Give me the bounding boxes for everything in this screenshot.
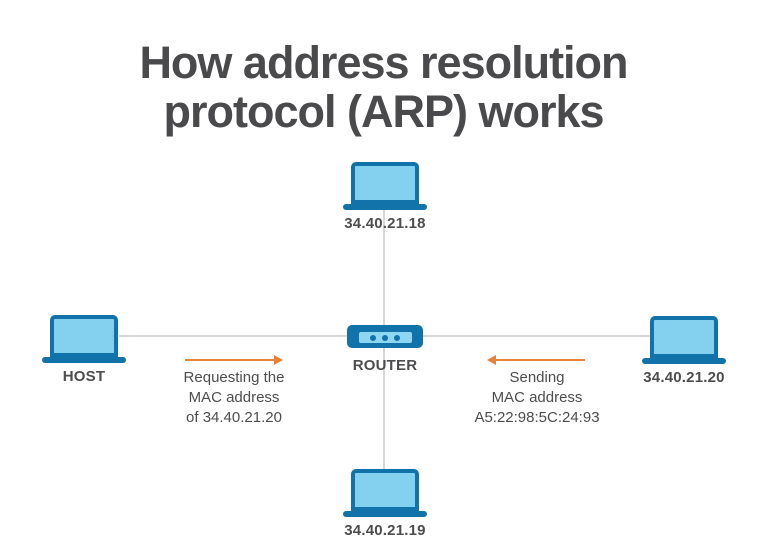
arrow-head bbox=[274, 355, 283, 365]
arrow-shaft bbox=[185, 359, 276, 361]
router-dot bbox=[370, 334, 376, 341]
laptop-base bbox=[642, 358, 726, 364]
router-dot bbox=[394, 334, 400, 341]
laptop-base bbox=[343, 511, 427, 517]
annotation-line: of 34.40.21.20 bbox=[186, 409, 282, 426]
annotation-line: MAC address bbox=[188, 389, 280, 406]
node-label-host: HOST bbox=[62, 368, 106, 385]
router-dot bbox=[382, 334, 388, 341]
laptop-icon bbox=[50, 315, 118, 357]
laptop-screen bbox=[50, 315, 118, 357]
page-title: How address resolution protocol (ARP) wo… bbox=[0, 38, 767, 136]
router-screen bbox=[358, 332, 412, 343]
annotation-line: Sending bbox=[509, 369, 565, 386]
laptop-screen bbox=[650, 316, 718, 358]
node-label-router: ROUTER bbox=[352, 357, 418, 374]
node-router: ROUTER bbox=[315, 325, 455, 374]
laptop-base bbox=[42, 357, 126, 363]
laptop-icon bbox=[351, 162, 419, 204]
node-label-ip-bottom: 34.40.21.19 bbox=[344, 522, 426, 539]
node-laptop-host: HOST bbox=[14, 315, 154, 385]
arrow-shaft bbox=[494, 359, 585, 361]
router-icon bbox=[347, 325, 423, 348]
node-laptop-bottom: 34.40.21.19 bbox=[315, 469, 455, 539]
page-title-line-2: protocol (ARP) works bbox=[163, 86, 604, 138]
laptop-icon bbox=[351, 469, 419, 511]
node-label-ip-top: 34.40.21.18 bbox=[344, 215, 426, 232]
page-title-line-1: How address resolution bbox=[139, 37, 628, 89]
arrow-head bbox=[487, 355, 496, 365]
laptop-base bbox=[343, 204, 427, 210]
laptop-screen bbox=[351, 469, 419, 511]
annotation-response-text: Sending MAC address A5:22:98:5C:24:93 bbox=[452, 368, 622, 428]
annotation-line: Requesting the bbox=[183, 369, 285, 386]
node-laptop-right: 34.40.21.20 bbox=[614, 316, 754, 386]
annotation-line: MAC address bbox=[491, 389, 583, 406]
node-laptop-top: 34.40.21.18 bbox=[315, 162, 455, 232]
laptop-screen bbox=[351, 162, 419, 204]
node-label-ip-right: 34.40.21.20 bbox=[643, 369, 725, 386]
laptop-icon bbox=[650, 316, 718, 358]
annotation-line: A5:22:98:5C:24:93 bbox=[474, 409, 600, 426]
annotation-request-text: Requesting the MAC address of 34.40.21.2… bbox=[149, 368, 319, 428]
arrow-left-icon bbox=[487, 354, 585, 366]
arrow-right-icon bbox=[185, 354, 283, 366]
